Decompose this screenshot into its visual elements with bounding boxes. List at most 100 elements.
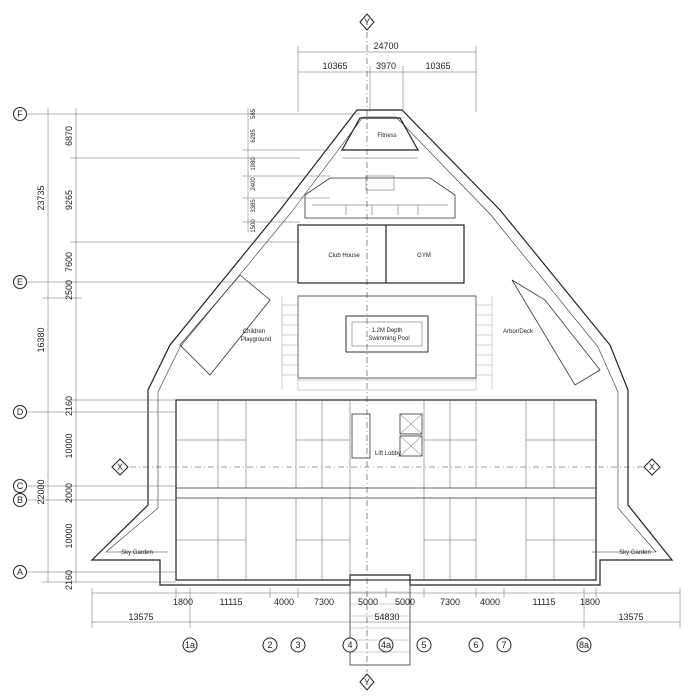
svg-text:7: 7: [501, 640, 506, 650]
svg-text:8a: 8a: [579, 640, 589, 650]
pool-label-line2: Swimming Pool: [368, 336, 409, 342]
room-fitness: Fitness: [377, 133, 396, 139]
bottom-dim-7: 7300: [440, 597, 460, 607]
children-label-line1: Children: [243, 329, 265, 335]
stair-core: [351, 413, 371, 459]
grid-col-4a: 4a: [378, 637, 394, 653]
left-dim-outer-1: 23735: [36, 185, 46, 210]
left-dim-inner-3: 1980: [251, 157, 257, 171]
room-lift-lobby: Lift Lobby: [375, 451, 401, 457]
top-dim-left: 10365: [322, 61, 347, 71]
children-label-line2: Playground: [241, 337, 271, 343]
lift-shaft-1: [399, 413, 423, 435]
grid-row-E: E: [13, 275, 298, 289]
pool-label-line1: 1.2M Depth: [371, 328, 402, 334]
grid-row-B: B: [13, 493, 176, 507]
axis-x-left-marker: X: [111, 458, 129, 476]
axis-markers: Y Y X X: [111, 13, 661, 691]
grid-row-C: C: [13, 479, 176, 493]
left-dim-outer-2: 16380: [36, 327, 46, 352]
left-dim-inner-6: 1500: [251, 219, 257, 233]
svg-text:4a: 4a: [381, 640, 391, 650]
svg-text:3: 3: [295, 640, 300, 650]
deck-hatching: [281, 296, 493, 391]
bottom-dim-8: 4000: [480, 597, 500, 607]
grid-col-7: 7: [496, 637, 512, 653]
lift-shaft-2: [399, 435, 423, 457]
axis-y-top-marker: Y: [359, 13, 375, 31]
room-sky-garden-left: Sky Garden: [121, 550, 153, 556]
svg-text:Y: Y: [364, 677, 370, 687]
svg-text:2: 2: [267, 640, 272, 650]
left-dim-mid-2: 9265: [64, 190, 74, 210]
club-gym-block: [297, 224, 465, 284]
axis-y-bottom-marker: Y: [359, 673, 375, 691]
unit-partitions: [176, 400, 596, 580]
column-grid-bubbles: 1a 2 3 4 4a 5 6 7 8a: [182, 637, 592, 653]
bottom-dim-4: 7300: [314, 597, 334, 607]
left-dim-mid-8: 10000: [64, 523, 74, 548]
room-labels: Fitness Club House GYM 1.2M Depth Swimmi…: [121, 133, 651, 556]
bottom-dim-2: 11115: [219, 597, 242, 607]
building-outline: [90, 109, 674, 666]
left-dim-inner-5: 3385: [251, 199, 257, 213]
top-dim-right: 10365: [425, 61, 450, 71]
bottom-dim-6: 5000: [395, 597, 415, 607]
axis-x-right-marker: X: [643, 458, 661, 476]
svg-text:6: 6: [473, 640, 478, 650]
swimming-pool: [345, 315, 429, 353]
grid-row-A: A: [13, 565, 176, 579]
svg-text:4: 4: [347, 640, 352, 650]
grid-col-3: 3: [290, 637, 306, 653]
bottom-dim-9: 11115: [532, 597, 555, 607]
svg-text:Y: Y: [364, 17, 370, 27]
svg-text:1a: 1a: [185, 640, 195, 650]
room-arbor-deck: Arbor/Deck: [503, 329, 534, 335]
bottom-dim-10: 1800: [580, 597, 600, 607]
svg-text:B: B: [17, 495, 23, 505]
bottom-dim-3: 4000: [274, 597, 294, 607]
left-wing-stair: [179, 274, 271, 376]
bottom-dimensions: 1800 11115 4000 7300 5000 5000 7300 4000…: [91, 588, 681, 628]
left-dim-mid-7: 2000: [64, 483, 74, 503]
top-dim-center: 3970: [376, 61, 396, 71]
room-club-house: Club House: [328, 253, 360, 259]
top-dim-overall: 24700: [373, 41, 398, 51]
room-sky-garden-right: Sky Garden: [619, 550, 651, 556]
svg-text:E: E: [17, 277, 23, 287]
bottom-dim-left-total: 13575: [128, 612, 153, 622]
entrance-ramp: [349, 579, 411, 666]
left-dim-mid-9: 2160: [64, 570, 74, 590]
left-dim-inner-2: 6285: [251, 129, 257, 143]
grid-col-2: 2: [262, 637, 278, 653]
svg-text:X: X: [649, 462, 655, 472]
grid-col-5: 5: [416, 637, 432, 653]
svg-text:X: X: [117, 462, 123, 472]
bottom-dim-5: 5000: [358, 597, 378, 607]
bottom-dim-center-total: 54830: [374, 612, 399, 622]
left-dimensions: 23735 16380 22000 6870 9265 7600 2500 21…: [36, 108, 330, 590]
grid-row-F: F: [13, 107, 360, 121]
svg-text:F: F: [17, 109, 23, 119]
right-wing-stair: [511, 279, 601, 386]
left-dim-mid-6: 10000: [64, 433, 74, 458]
row-grid-bubbles: F E D C B A: [13, 107, 360, 579]
grid-col-8a: 8a: [576, 637, 592, 653]
grid-col-1a: 1a: [182, 637, 198, 653]
left-dim-inner-1: 585: [251, 108, 257, 119]
grid-lines: [130, 32, 646, 672]
residential-block: [175, 399, 597, 581]
svg-text:C: C: [17, 481, 24, 491]
grid-col-6: 6: [468, 637, 484, 653]
svg-text:A: A: [17, 567, 23, 577]
left-dim-mid-3: 7600: [64, 252, 74, 272]
bottom-dim-right-total: 13575: [618, 612, 643, 622]
svg-text:D: D: [17, 407, 24, 417]
room-gym: GYM: [417, 253, 431, 259]
fitness-block: [340, 117, 420, 151]
grid-col-4: 4: [342, 637, 358, 653]
grid-row-D: D: [13, 405, 176, 419]
left-dim-mid-1: 6870: [64, 126, 74, 146]
left-dim-mid-5: 2160: [64, 396, 74, 416]
